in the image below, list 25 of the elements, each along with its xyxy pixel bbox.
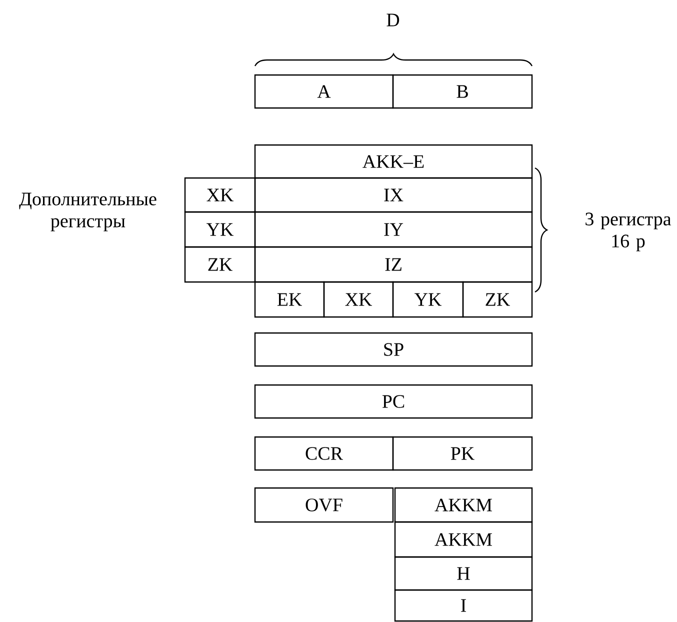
register-cell: AKKM (394, 521, 533, 558)
register-cell: ZK (184, 246, 256, 283)
register-cell: A (254, 74, 394, 109)
register-cell: XK (323, 281, 394, 318)
register-cell: YK (392, 281, 464, 318)
register-cell: EK (254, 281, 325, 318)
register-label: 3 регистра 16 р (586, 212, 672, 252)
register-cell: PK (392, 436, 533, 471)
register-cell: H (394, 556, 533, 591)
register-cell: XK (184, 177, 256, 213)
register-cell: IZ (254, 246, 533, 283)
register-cell: AKKM (394, 487, 533, 523)
register-cell: OVF (254, 487, 394, 523)
register-cell: PC (254, 384, 533, 419)
register-label: Дополнительные регистры (19, 192, 156, 232)
register-cell: AKK–E (254, 144, 533, 179)
register-cell: SP (254, 332, 533, 367)
register-cell: I (394, 589, 533, 622)
register-cell: ZK (462, 281, 533, 318)
register-cell: B (392, 74, 533, 109)
register-cell: YK (184, 211, 256, 248)
register-cell: CCR (254, 436, 394, 471)
register-cell: IY (254, 211, 533, 248)
register-label: D (386, 14, 400, 26)
register-cell: IX (254, 177, 533, 213)
